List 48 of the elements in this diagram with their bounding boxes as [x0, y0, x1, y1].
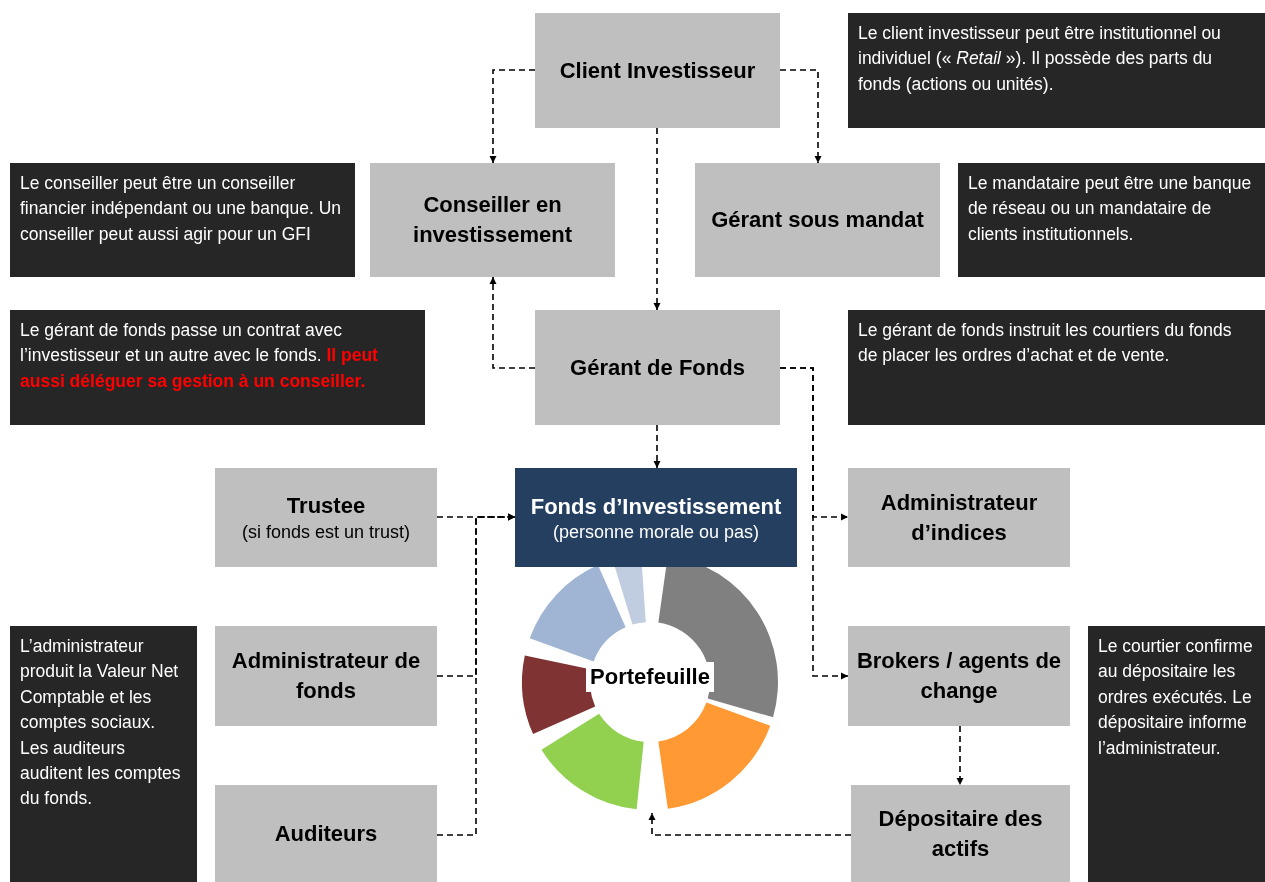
dashed-arrow — [489, 69, 536, 164]
note-box — [848, 310, 1265, 425]
process-box — [848, 626, 1070, 726]
note-text: Le mandataire peut être une banque de réseau ou un mandataire de clients institutionnels. — [968, 172, 1253, 246]
note-text: Le client investisseur peut être institutionnel ou individuel (« Retail »). Il possède des parts du fonds (actions ou unités). — [858, 22, 1222, 96]
process-box — [535, 13, 780, 128]
dashed-arrow — [436, 513, 516, 836]
dashed-arrow — [779, 69, 822, 164]
donut-label: Portefeuille — [586, 662, 714, 692]
note-text: Le gérant de fonds instruit les courtiers du fonds de placer les ordres d’achat et de vente. — [858, 319, 1233, 368]
box-title: Gérant sous mandat — [711, 206, 924, 235]
note-box — [958, 163, 1265, 277]
process-box — [215, 785, 437, 882]
note-box — [1088, 626, 1265, 882]
dashed-arrow — [653, 127, 661, 311]
note-text: Le gérant de fonds passe un contrat avec l’investisseur et un autre avec le fonds. Il peut aussi déléguer sa gestion à un conseiller. — [20, 319, 379, 393]
note-text: L’administrateur produit la Valeur Net Comptable et les comptes sociaux. Les auditeurs auditent les comptes du fonds. — [20, 635, 182, 811]
box-title: Administrateur de fonds — [230, 647, 422, 705]
dashed-arrow — [779, 367, 849, 680]
note-box — [848, 13, 1265, 128]
box-subtitle: (si fonds est un trust) — [241, 520, 411, 544]
box-title: Dépositaire des actifs — [877, 804, 1044, 863]
process-box — [695, 163, 940, 277]
box-title: Administrateur d’indices — [879, 488, 1039, 547]
process-box — [215, 468, 437, 567]
box-title: Conseiller en investissement — [412, 191, 573, 249]
note-box — [10, 626, 197, 882]
process-box — [535, 310, 780, 425]
box-title: Brokers / agents de change — [855, 647, 1063, 705]
dashed-arrow — [653, 424, 661, 469]
dashed-arrow — [956, 725, 964, 786]
process-box — [851, 785, 1070, 882]
box-title: Auditeurs — [274, 819, 378, 848]
box-title: Trustee — [286, 491, 366, 520]
note-text: Le courtier confirme au dépositaire les ordres exécutés. Le dépositaire informe l’administrateur. — [1098, 635, 1254, 760]
fund-box — [515, 468, 797, 567]
dashed-arrow — [489, 276, 536, 369]
note-box — [10, 163, 355, 277]
process-box — [215, 626, 437, 726]
dashed-arrow — [648, 812, 852, 836]
process-box — [848, 468, 1070, 567]
box-title: Client Investisseur — [559, 56, 756, 85]
box-title: Fonds d’Investissement — [530, 493, 782, 522]
note-box — [10, 310, 425, 425]
note-text: Le conseiller peut être un conseiller financier indépendant ou une banque. Un conseiller peut aussi agir pour un GFI — [20, 172, 343, 246]
box-title: Gérant de Fonds — [570, 353, 745, 382]
process-box — [370, 163, 615, 277]
box-subtitle: (personne morale ou pas) — [552, 521, 760, 543]
